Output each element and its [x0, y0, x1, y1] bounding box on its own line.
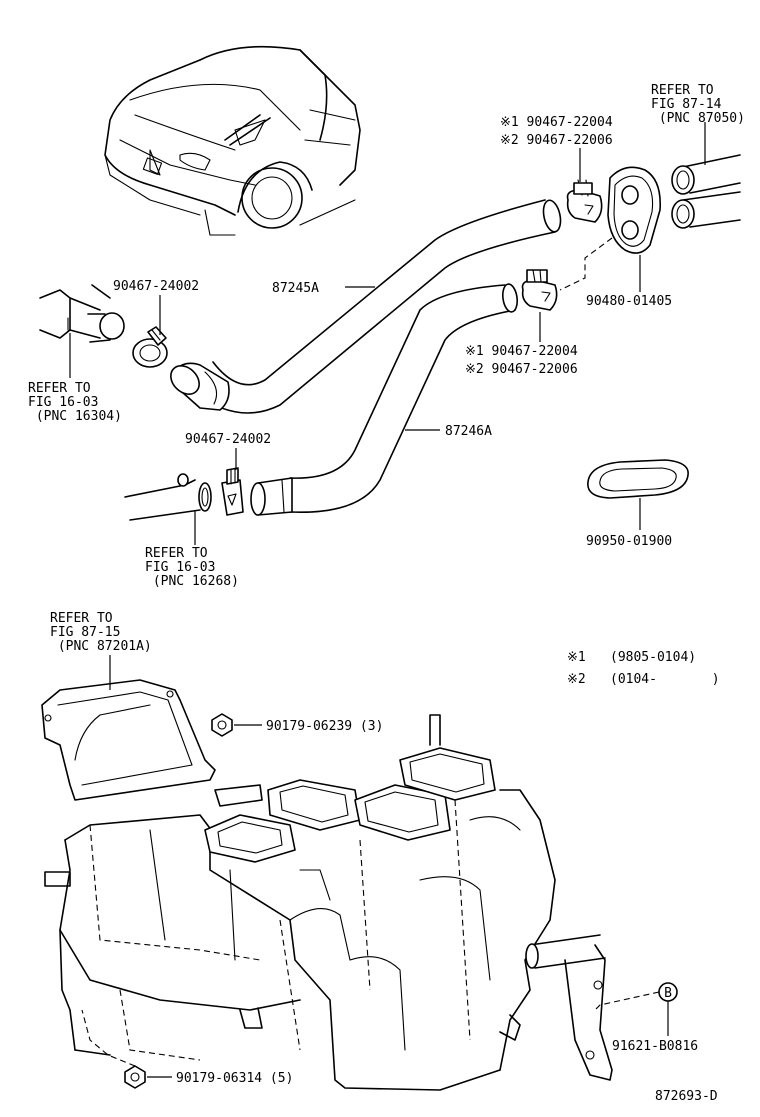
heater-unit	[44, 714, 613, 1091]
engine-pipe-upper	[39, 284, 125, 343]
clamp-icon	[132, 326, 168, 368]
clamp-icon	[566, 179, 603, 223]
engine-pipe-lower	[124, 473, 212, 521]
refer-87-15-line2: FIG 87-15	[50, 625, 120, 640]
nut-upper-label: 90179-06239 (3)	[266, 719, 383, 734]
clamp-lower-right-label-1: ※1 90467-22004	[465, 344, 578, 359]
nut-icon	[211, 713, 233, 737]
note-2-range: (0104- )	[610, 672, 720, 687]
bolt-icon: B	[658, 982, 678, 1002]
refer-87-14-line1: REFER TO	[651, 83, 714, 98]
clamp-upper-right-label-2: ※2 90467-22006	[500, 133, 613, 148]
hose-lower-label: 87246A	[445, 424, 492, 439]
grommet-double-label: 90480-01405	[586, 294, 672, 309]
refer-87-14-line2: FIG 87-14	[651, 97, 722, 112]
hose-87245a	[170, 199, 562, 414]
bolt-label: 91621-B0816	[612, 1039, 698, 1054]
refer-16-03a-line3: (PNC 16304)	[28, 409, 122, 424]
refer-87-15-line3: (PNC 87201A)	[50, 639, 152, 654]
heater-tubes	[671, 154, 741, 229]
grommet-oval-label: 90950-01900	[586, 534, 672, 549]
note-2-mark: ※2	[567, 672, 586, 687]
note-1-range: (9805-0104)	[610, 650, 696, 665]
clamp-upper-right-label-1: ※1 90467-22004	[500, 115, 613, 130]
refer-16-03b-line3: (PNC 16268)	[145, 574, 239, 589]
grommet-icon	[607, 166, 662, 254]
nut-icon	[124, 1065, 146, 1089]
air-duct	[41, 679, 216, 801]
clamp-lower-left-label: 90467-24002	[185, 432, 271, 447]
hose-87246a	[250, 283, 519, 516]
clamp-upper-left-label: 90467-24002	[113, 279, 199, 294]
clamp-icon	[221, 467, 244, 516]
note-1-mark: ※1	[567, 650, 586, 665]
car-illustration	[104, 45, 361, 236]
grommet-icon	[587, 459, 689, 499]
refer-16-03a-line2: FIG 16-03	[28, 395, 98, 410]
clamp-icon	[521, 269, 558, 311]
refer-16-03b-line2: FIG 16-03	[145, 560, 215, 575]
bolt-marker-label: B	[664, 986, 672, 1001]
labels: REFER TO FIG 87-14 (PNC 87050) ※1 90467-…	[28, 83, 745, 1104]
refer-16-03b-line1: REFER TO	[145, 546, 208, 561]
nut-lower-label: 90179-06314 (5)	[176, 1071, 293, 1086]
refer-87-15-line1: REFER TO	[50, 611, 113, 626]
leader-lines	[69, 122, 706, 1078]
hose-upper-label: 87245A	[272, 281, 319, 296]
refer-87-14-line3: (PNC 87050)	[651, 111, 745, 126]
refer-16-03a-line1: REFER TO	[28, 381, 91, 396]
diagram-id: 872693-D	[655, 1089, 718, 1104]
clamp-lower-right-label-2: ※2 90467-22006	[465, 362, 578, 377]
